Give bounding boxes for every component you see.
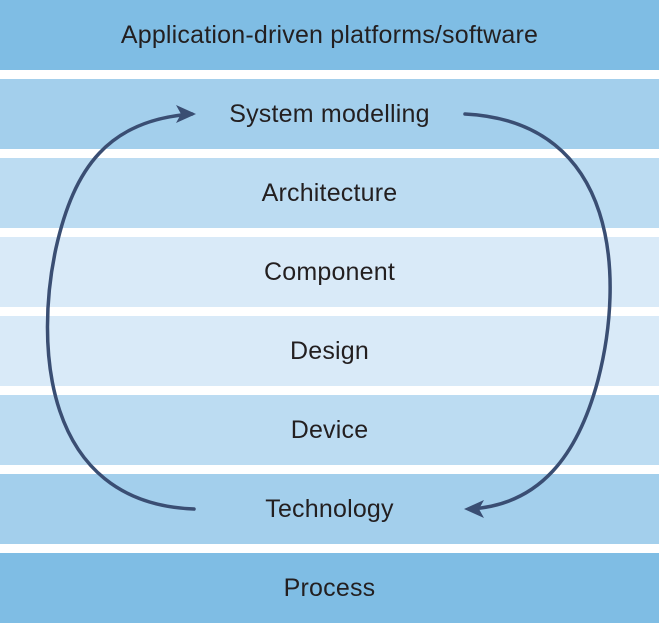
layer-process: Process (0, 553, 659, 623)
layer-label-architecture: Architecture (261, 178, 398, 207)
layer-label-technology: Technology (265, 494, 394, 523)
layer-component: Component (0, 237, 659, 307)
layer-label-device: Device (290, 415, 369, 444)
layer-label-application-platforms: Application-driven platforms/software (120, 20, 539, 49)
layer-architecture: Architecture (0, 158, 659, 228)
layer-label-component: Component (263, 257, 396, 286)
layer-label-design: Design (289, 336, 370, 365)
layer-system-modelling: System modelling (0, 79, 659, 149)
layer-application-platforms: Application-driven platforms/software (0, 0, 659, 70)
layer-technology: Technology (0, 474, 659, 544)
layer-label-system-modelling: System modelling (229, 99, 430, 128)
layer-design: Design (0, 316, 659, 386)
layer-device: Device (0, 395, 659, 465)
layer-label-process: Process (283, 573, 376, 602)
